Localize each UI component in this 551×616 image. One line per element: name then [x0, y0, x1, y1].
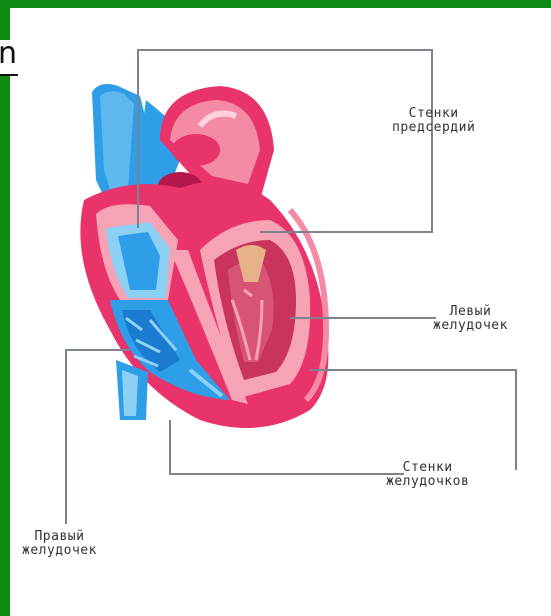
- label-atria-walls-line2: предсердий: [392, 121, 475, 135]
- label-right-ventricle-line2: желудочек: [22, 544, 97, 558]
- label-ventricle-walls-line1: Стенки: [386, 461, 469, 475]
- label-ventricle-walls: Стенки желудочков: [386, 461, 469, 489]
- label-right-ventricle-line1: Правый: [22, 530, 97, 544]
- label-right-ventricle: Правый желудочек: [22, 530, 97, 558]
- label-atria-walls-line1: Стенки: [392, 107, 475, 121]
- leader-line-ventricle-walls-bottom: [170, 420, 404, 474]
- label-ventricle-walls-line2: желудочков: [386, 475, 469, 489]
- label-atria-walls: Стенки предсердий: [392, 107, 475, 135]
- leader-line-ventricle-walls: [310, 370, 516, 470]
- label-left-ventricle-line2: желудочек: [433, 319, 508, 333]
- label-left-ventricle-line1: Левый: [433, 305, 508, 319]
- heart-body: [80, 181, 328, 428]
- label-left-ventricle: Левый желудочек: [433, 305, 508, 333]
